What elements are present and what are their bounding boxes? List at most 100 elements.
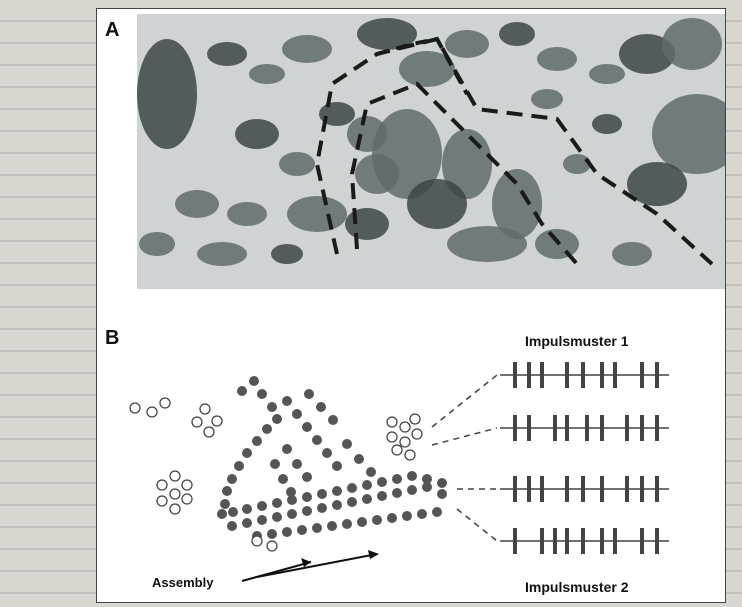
spike <box>553 415 557 441</box>
spike <box>600 528 604 554</box>
active-neuron <box>407 471 417 481</box>
spike <box>540 476 544 502</box>
active-neuron <box>267 529 277 539</box>
active-neuron <box>327 521 337 531</box>
spike <box>527 476 531 502</box>
assembly-arrows <box>242 550 379 581</box>
spike <box>655 528 659 554</box>
inactive-neuron <box>392 445 402 455</box>
inactive-neuron <box>130 403 140 413</box>
active-neuron <box>322 448 332 458</box>
active-neuron <box>282 527 292 537</box>
spike <box>640 476 644 502</box>
active-neuron <box>282 396 292 406</box>
active-neuron <box>432 507 442 517</box>
active-neuron <box>387 513 397 523</box>
active-neuron <box>312 435 322 445</box>
active-neuron <box>392 474 402 484</box>
spike <box>553 528 557 554</box>
inactive-neuron <box>147 407 157 417</box>
spike <box>565 528 569 554</box>
active-neuron <box>402 511 412 521</box>
spike <box>565 362 569 388</box>
spike <box>640 362 644 388</box>
spike-trains <box>500 362 669 554</box>
active-neuron <box>437 489 447 499</box>
spike <box>565 476 569 502</box>
inactive-neuron <box>170 504 180 514</box>
inactive-neuron <box>267 541 277 551</box>
active-neuron <box>377 477 387 487</box>
inactive-neuron <box>182 494 192 504</box>
active-neuron <box>354 454 364 464</box>
active-neuron <box>342 439 352 449</box>
active-neuron <box>366 467 376 477</box>
active-neuron <box>282 444 292 454</box>
spike <box>581 362 585 388</box>
active-neuron <box>312 523 322 533</box>
spike <box>527 415 531 441</box>
spike <box>640 415 644 441</box>
active-neuron <box>220 499 230 509</box>
inactive-neuron <box>387 432 397 442</box>
active-neuron <box>302 422 312 432</box>
connector-line <box>432 428 497 445</box>
active-neuron <box>347 483 357 493</box>
active-neuron <box>422 482 432 492</box>
assembly-label: Assembly <box>152 575 213 590</box>
spike <box>527 362 531 388</box>
active-neuron <box>257 501 267 511</box>
inactive-neuron <box>410 414 420 424</box>
active-neuron <box>328 415 338 425</box>
active-neuron <box>297 525 307 535</box>
active-neuron <box>304 389 314 399</box>
neuron-dots <box>130 376 447 551</box>
active-neuron <box>332 461 342 471</box>
active-neuron <box>257 515 267 525</box>
connector-dashes <box>432 375 497 541</box>
active-neuron <box>357 517 367 527</box>
active-neuron <box>217 509 227 519</box>
spike <box>625 415 629 441</box>
inactive-neuron <box>400 437 410 447</box>
inactive-neuron <box>405 450 415 460</box>
connector-line <box>457 509 497 541</box>
active-neuron <box>417 509 427 519</box>
active-neuron <box>287 509 297 519</box>
inactive-neuron <box>387 417 397 427</box>
inactive-neuron <box>200 404 210 414</box>
spike <box>540 362 544 388</box>
active-neuron <box>347 497 357 507</box>
inactive-neuron <box>160 398 170 408</box>
spike <box>585 415 589 441</box>
active-neuron <box>270 459 280 469</box>
active-neuron <box>362 494 372 504</box>
active-neuron <box>222 486 232 496</box>
inactive-neuron <box>170 471 180 481</box>
connector-line <box>432 375 497 427</box>
active-neuron <box>272 414 282 424</box>
active-neuron <box>437 478 447 488</box>
impulsmuster-2-label: Impulsmuster 2 <box>525 579 628 595</box>
active-neuron <box>292 459 302 469</box>
active-neuron <box>272 498 282 508</box>
spike <box>513 415 517 441</box>
active-neuron <box>227 521 237 531</box>
spike <box>600 415 604 441</box>
spike <box>655 476 659 502</box>
inactive-neuron <box>157 496 167 506</box>
active-neuron <box>362 480 372 490</box>
active-neuron <box>317 503 327 513</box>
inactive-neuron <box>192 417 202 427</box>
active-neuron <box>377 491 387 501</box>
active-neuron <box>242 504 252 514</box>
spike <box>640 528 644 554</box>
active-neuron <box>252 436 262 446</box>
active-neuron <box>272 512 282 522</box>
active-neuron <box>316 402 326 412</box>
inactive-neuron <box>400 422 410 432</box>
active-neuron <box>342 519 352 529</box>
spike <box>581 476 585 502</box>
inactive-neuron <box>252 536 262 546</box>
spike <box>655 415 659 441</box>
